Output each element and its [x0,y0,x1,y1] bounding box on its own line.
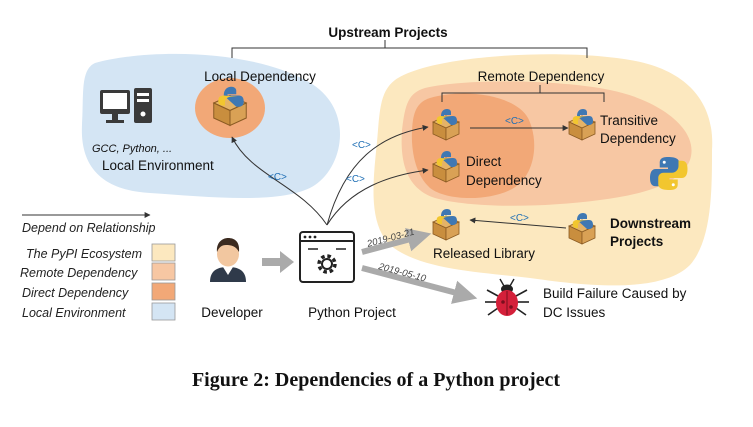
upstream-projects-label: Upstream Projects [328,25,447,40]
project-to-failure-arrow [361,265,478,304]
remote-bracket [441,92,605,102]
downstream-projects-label-line2: Projects [610,234,663,249]
project-to-local-arrow [231,136,328,226]
svg-text:The PyPI Ecosystem: The PyPI Ecosystem [26,247,142,261]
computer-icon [100,88,152,123]
bug-icon [485,278,529,316]
local-dependency-label: Local Dependency [204,69,316,84]
project-to-direct-2-arrow [326,167,429,226]
svg-text:Local Environment: Local Environment [22,306,126,320]
direct-dependency-label-line1: Direct [466,154,502,169]
upstream-bracket [231,47,588,58]
legend-swatch [151,282,176,301]
python-project-icon [299,231,355,283]
released-library-label: Released Library [433,246,535,261]
legend-swatch [151,243,176,262]
legend-item: Remote Dependency [20,262,176,281]
legend-relationship-label: Depend on Relationship [22,221,155,235]
developer-icon [210,238,246,282]
legend-item: Direct Dependency [22,282,176,301]
svg-text:Direct Dependency: Direct Dependency [22,286,129,300]
project-to-direct-2-c-label: <C> [346,174,365,185]
project-to-local-c-label: <C> [268,172,287,183]
direct-dependency-label-line2: Dependency [466,173,542,188]
project-to-direct-arrow [326,124,429,226]
remote-dependency-label: Remote Dependency [478,69,605,84]
legend: Depend on Relationship The PyPI Ecosyste… [20,212,176,321]
project-to-direct-c-label: <C> [352,140,371,151]
python-project-label: Python Project [308,305,396,320]
figure-caption: Figure 2: Dependencies of a Python proje… [192,369,560,391]
developer-label: Developer [201,305,263,320]
build-failure-label-line2: DC Issues [543,305,606,320]
downstream-to-released-c-label: <C> [510,213,529,224]
local-env-tools-label: GCC, Python, ... [92,143,172,155]
legend-item: Local Environment [22,302,176,321]
svg-text:Remote Dependency: Remote Dependency [20,266,138,280]
legend-swatch [151,262,176,281]
local-environment-label: Local Environment [102,158,214,173]
developer-to-project-arrow [262,251,294,273]
transitive-dependency-label-line2: Dependency [600,131,676,146]
downstream-projects-label-line1: Downstream [610,216,691,231]
direct-to-transitive-c-label: <C> [505,116,524,127]
project-to-release-arrow [361,228,432,255]
downstream-to-released-arrow [469,217,567,229]
legend-item: The PyPI Ecosystem [26,243,176,262]
build-failure-label-line1: Build Failure Caused by [543,286,687,301]
legend-swatch [151,302,176,321]
transitive-dependency-label-line1: Transitive [600,113,658,128]
